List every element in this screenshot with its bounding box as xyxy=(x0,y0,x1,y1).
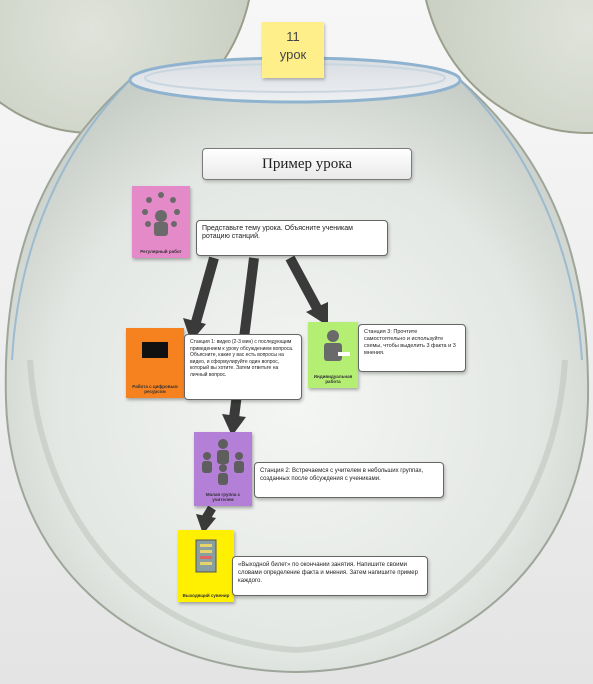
note-station3: Станция 3: Прочтите самостоятельно и исп… xyxy=(358,324,466,372)
tile-exit-caption: Выходящий сувенир xyxy=(182,593,230,598)
tile-intro: Регулярный работ xyxy=(132,186,190,258)
screen-icon xyxy=(142,342,168,358)
note-station2: Станция 2: Встречаемся с учителем в небо… xyxy=(254,462,444,498)
group-circle-icon xyxy=(142,192,180,236)
tile-exit: Выходящий сувенир xyxy=(178,530,234,602)
lesson-number: 11 xyxy=(286,29,300,44)
lesson-word: урок xyxy=(279,47,307,62)
tile-station2: Малая группа с учителем xyxy=(194,432,252,506)
lesson-number-note: 11 урок xyxy=(262,22,324,78)
reader-icon xyxy=(324,330,350,361)
note-station1: Станция 1: видео (2-3 мин) с последующим… xyxy=(184,334,302,400)
tile-intro-caption: Регулярный работ xyxy=(140,249,182,254)
tile-station3-caption: Индивидуальная работа xyxy=(313,374,353,384)
small-group-icon xyxy=(202,439,244,485)
ticket-icon xyxy=(195,539,217,573)
slide-title: Пример урока xyxy=(202,148,412,180)
tile-station3: Индивидуальная работа xyxy=(308,322,358,388)
note-exit: «Выходной билет» по окончании занятия. Н… xyxy=(232,556,428,596)
note-intro: Представьте тему урока. Объясните ученик… xyxy=(196,220,388,256)
tile-station2-caption: Малая группа с учителем xyxy=(205,492,241,502)
tile-station1: Работа с цифровым ресурсом xyxy=(126,328,184,398)
tile-station1-caption: Работа с цифровым ресурсом xyxy=(132,384,178,394)
